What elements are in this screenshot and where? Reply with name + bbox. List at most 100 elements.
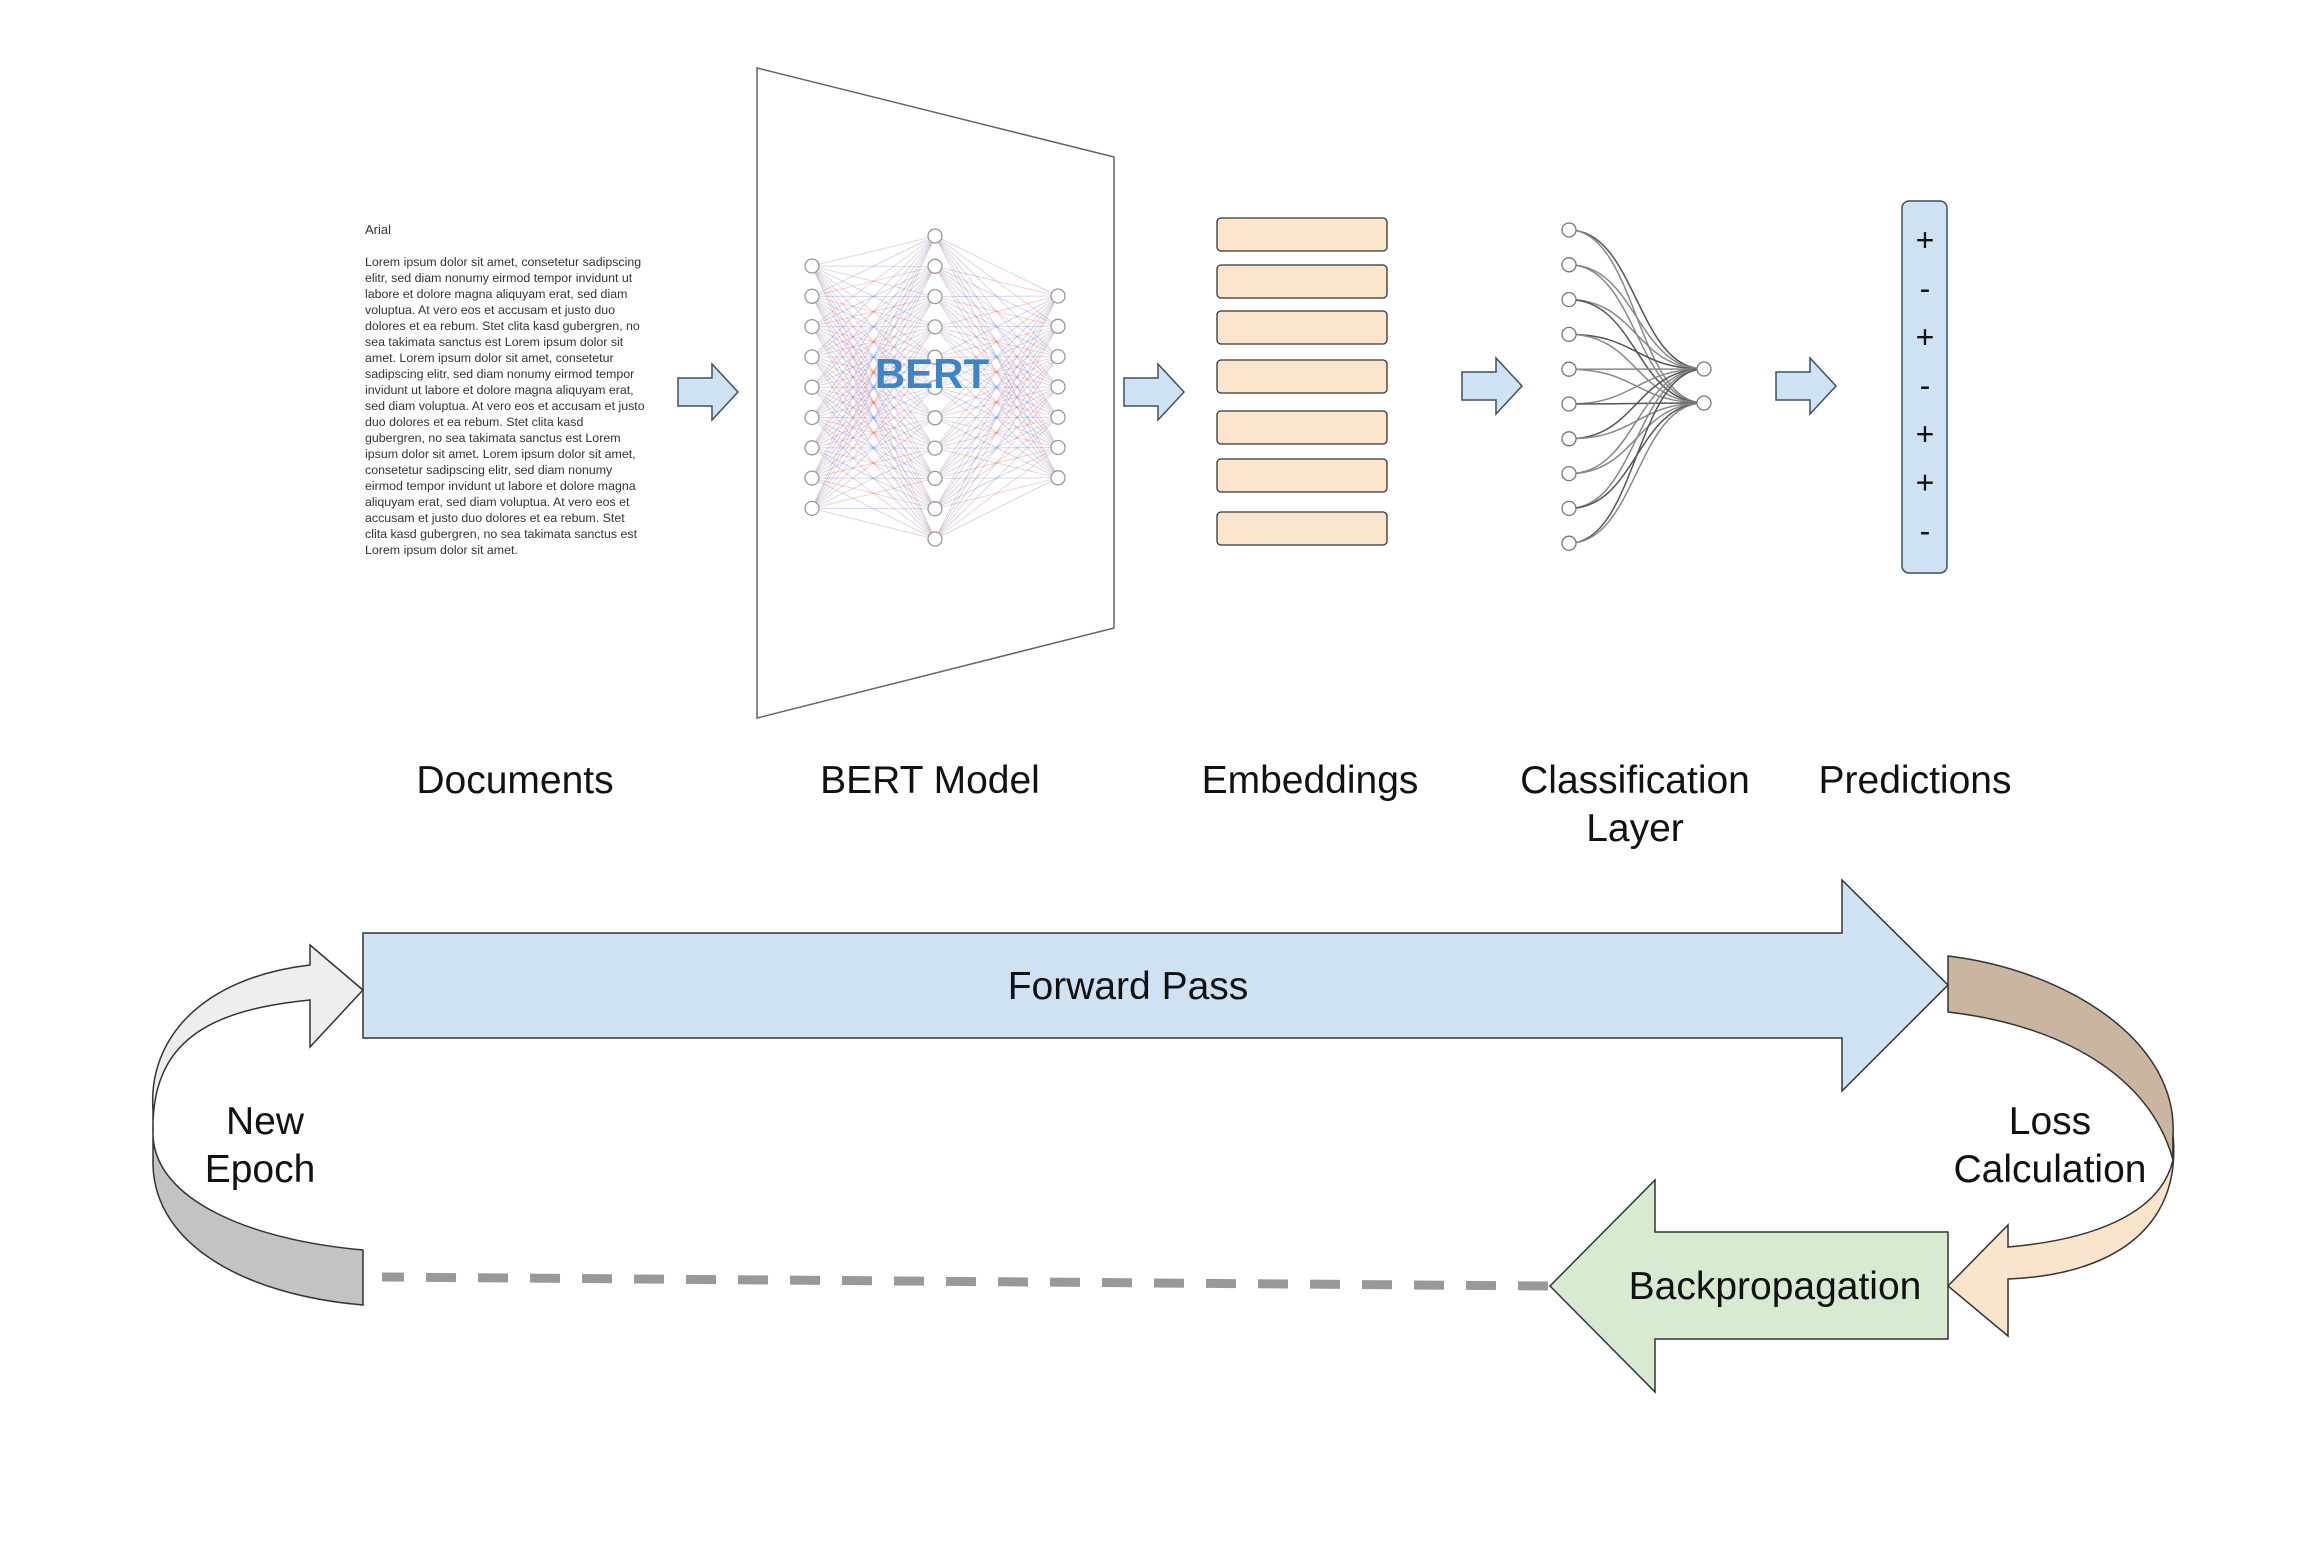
bert-connection [811,326,936,358]
bert-neuron [804,379,820,395]
classifier-neuron [1561,535,1577,551]
predictions-column [1901,200,1948,574]
bert-connection [811,295,936,388]
bert-connection [811,326,936,388]
bert-connection [811,387,936,509]
embedding-vector [1216,264,1388,299]
bert-neuron [804,440,820,456]
bert-connection [934,386,1059,449]
bert-connection [811,265,936,358]
bert-connection [811,417,936,479]
bert-connection [811,235,936,267]
bert-neural-network [804,228,1066,547]
bert-connection [811,326,936,509]
bert-connection [934,356,1059,540]
classifier-connection [1568,298,1705,370]
embedding-vector [1216,410,1388,445]
stage-label-predictions: Predictions [1818,759,2012,802]
bert-connection [934,356,1059,448]
bert-connection [934,265,1059,297]
bert-connection [934,265,1059,418]
bert-neuron [1050,379,1066,395]
bert-connection [934,326,1059,418]
prediction-label: + [1916,465,1935,501]
stage-label-bert-model: BERT Model [820,759,1040,802]
dashed-return-line [381,1272,1549,1291]
bert-connection [934,356,1059,388]
bert-connection [811,417,936,449]
bert-connection [934,295,1059,388]
bert-connection [934,356,1059,388]
bert-neuron [927,319,943,335]
prediction-label: + [1916,319,1935,355]
bert-connection [934,295,1059,509]
bert-connection [811,477,936,540]
bert-connection [934,417,1059,479]
bert-connection [811,417,936,509]
bert-connection [811,295,936,449]
bert-connection [811,265,936,388]
bert-connection [934,235,1059,327]
bert-title: BERT [875,350,990,397]
classifier-connection [1568,402,1705,544]
bert-connection [934,266,1059,479]
bert-connection [811,356,936,479]
bert-connection [811,477,936,509]
bert-connection [811,326,936,418]
prediction-label: + [1916,416,1935,452]
bert-connection [934,295,1059,449]
bert-connection [934,325,1059,419]
bert-neuron [927,228,943,244]
classifier-connection [1568,368,1705,510]
bert-connection [811,265,936,297]
bert-connection [934,447,1059,479]
bert-connection [934,416,1059,510]
bert-neuron [804,318,820,335]
stage-label-classification: Classification [1520,759,1750,802]
bert-connection [934,296,1059,448]
classifier-connection [1568,264,1705,370]
bert-connection [811,356,936,449]
bert-neuron [804,500,820,517]
bert-connection [811,326,936,479]
bert-connection [934,326,1059,448]
bert-connection [811,356,936,449]
bert-connection [934,387,1059,448]
bert-connection [811,296,936,388]
arrow-embeddings-to-classification [1461,356,1524,416]
bert-connection [934,325,1059,328]
bert-connection [934,266,1059,448]
bert-neuron [1050,348,1066,365]
bert-connection [934,295,1059,298]
bert-connection [934,325,1059,449]
bert-connection [811,386,936,510]
bert-connection [811,326,936,388]
bert-connection [934,296,1059,388]
bert-connection [934,235,1059,479]
bert-connection [811,326,936,419]
bert-connection [811,447,936,510]
stage-label-layer: Layer [1586,807,1684,850]
prediction-label: + [1916,222,1935,258]
bert-connection [811,235,936,358]
document-body-text: Lorem ipsum dolor sit amet, consetetur s… [365,255,645,557]
bert-connection [934,295,1059,358]
new-epoch-label-line1: New [225,1100,305,1143]
bert-connection [811,326,936,509]
bert-connection [934,387,1059,418]
bert-connection [934,356,1059,449]
bert-connection [811,235,936,418]
bert-connection [811,265,936,328]
bert-connection [934,326,1059,509]
bert-connection [811,235,936,479]
predictions-values: +-+-++- [1916,222,1935,549]
prediction-label: - [1920,513,1931,549]
bert-neuron [1050,439,1066,456]
bert-neuron [804,409,820,426]
bert-neuron [927,379,943,396]
bert-connection [811,265,936,298]
bert-connection [934,417,1059,448]
classifier-neuron [1561,361,1577,377]
classifier-connection [1568,333,1705,370]
